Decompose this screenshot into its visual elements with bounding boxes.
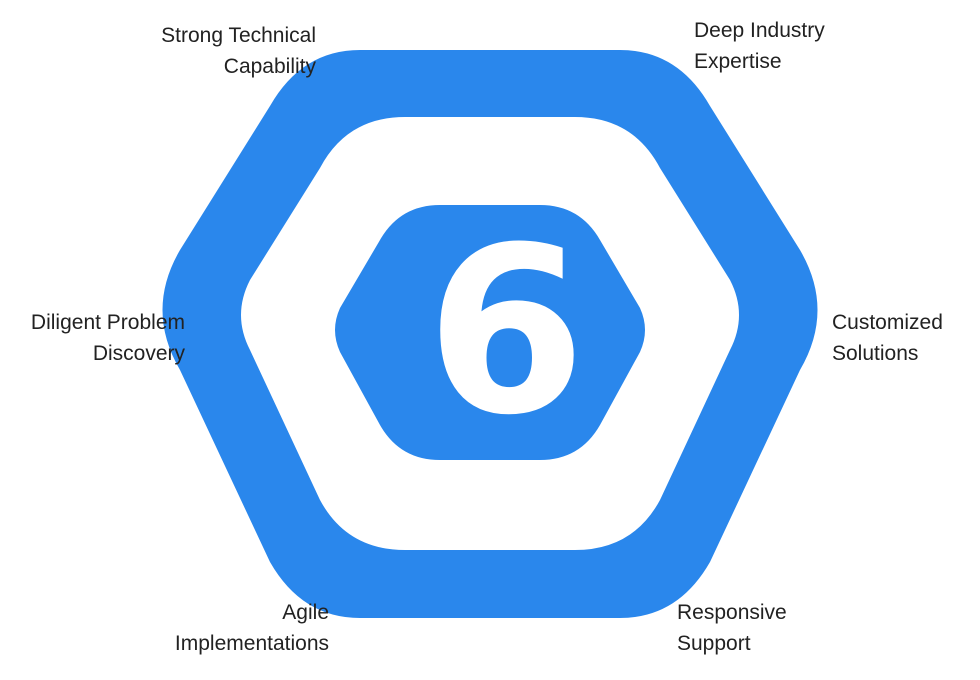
label-line: Discovery [92, 342, 185, 365]
inner-hexagon [335, 205, 645, 460]
label-customized-solutions: Customized Solutions [832, 307, 943, 369]
label-line: Responsive [677, 601, 787, 624]
label-line: Agile [282, 601, 329, 624]
label-line: Strong Technical [161, 24, 316, 47]
label-line: Deep Industry [694, 19, 825, 42]
label-strong-technical-capability: Strong Technical Capability [161, 20, 316, 82]
label-line: Expertise [694, 50, 782, 73]
label-diligent-problem-discovery: Diligent Problem Discovery [31, 307, 185, 369]
label-line: Support [677, 632, 751, 655]
label-line: Diligent Problem [30, 311, 185, 334]
label-agile-implementations: Agile Implementations [175, 597, 329, 659]
center-number: 6 [425, 199, 587, 466]
label-line: Capability [223, 55, 316, 78]
label-deep-industry-expertise: Deep Industry Expertise [694, 15, 825, 77]
label-line: Implementations [174, 632, 329, 655]
label-line: Solutions [832, 342, 919, 365]
label-responsive-support: Responsive Support [677, 597, 787, 659]
label-line: Customized [832, 311, 943, 334]
